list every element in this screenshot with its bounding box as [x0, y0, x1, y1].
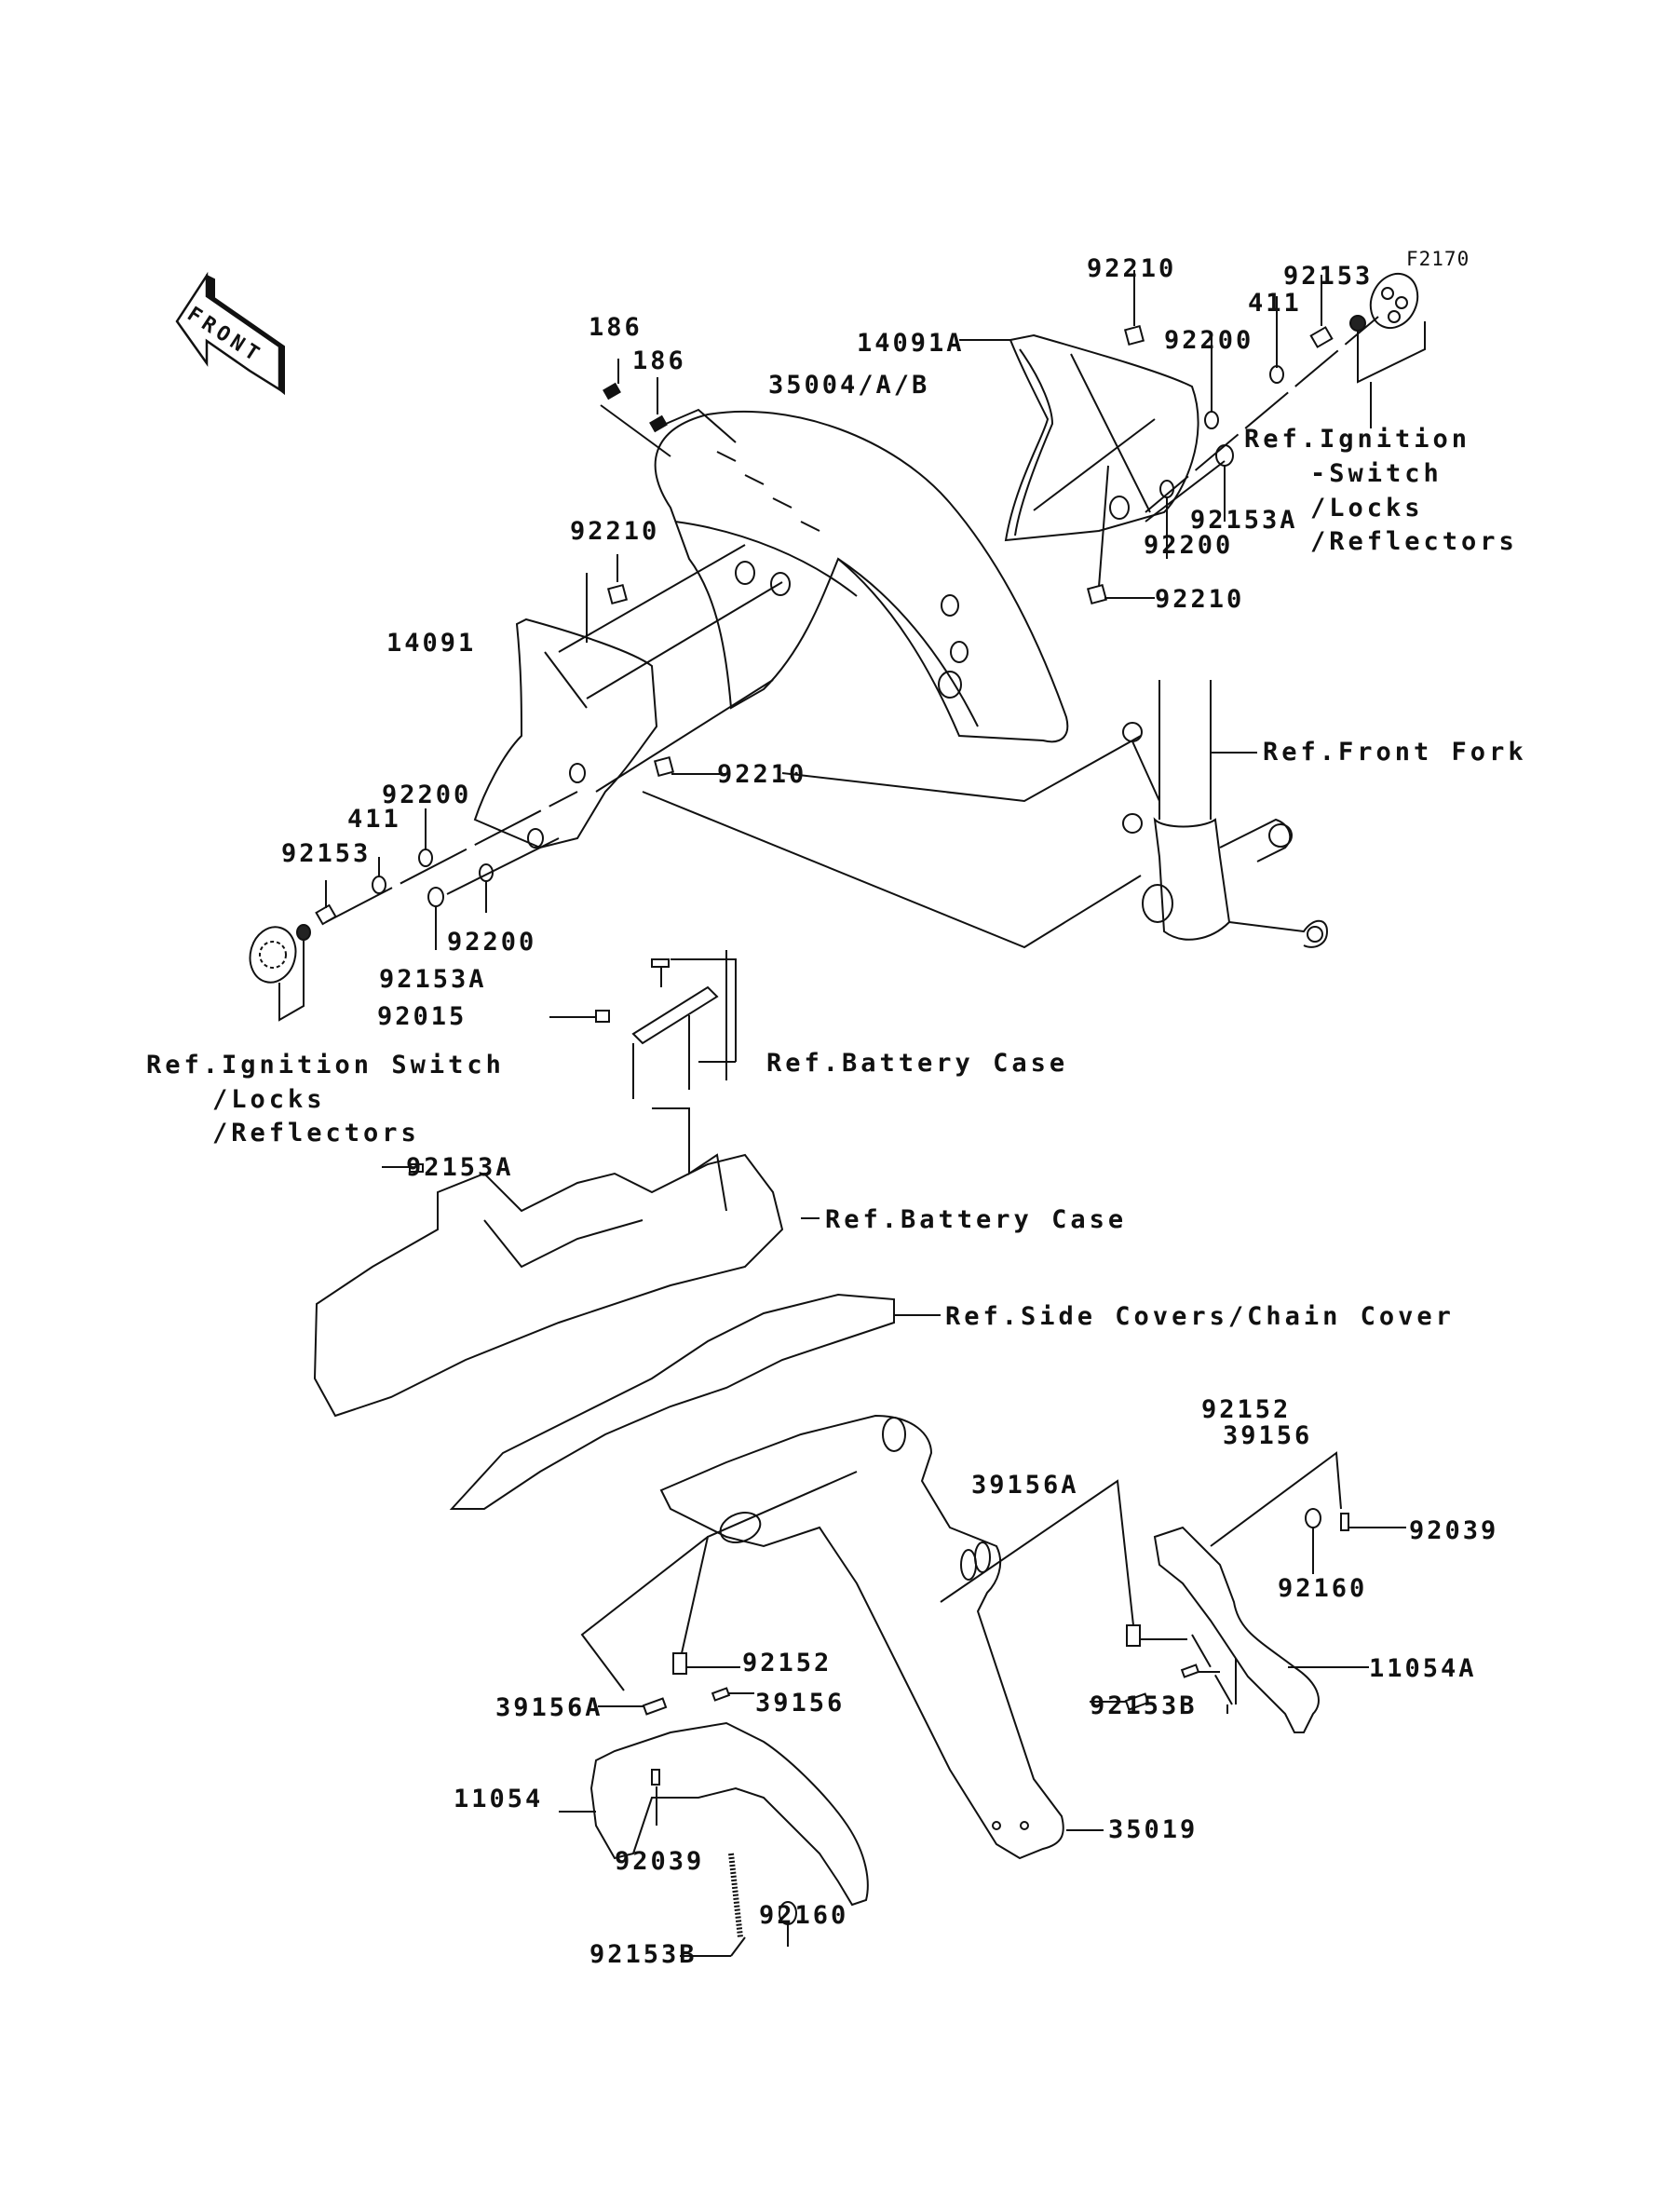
part-label-92153[interactable]: 92153: [1283, 262, 1374, 291]
ref-side-covers-chain-cover[interactable]: Ref.Side Covers/Chain Cover: [945, 1302, 1455, 1331]
footrest-bracket-11054A: [940, 1451, 1406, 1733]
part-label-92200[interactable]: 92200: [447, 928, 537, 957]
ref-ignition-switch-left-line3: /Reflectors: [212, 1119, 420, 1148]
part-label-11054[interactable]: 11054: [454, 1785, 544, 1813]
part-label-411[interactable]: 411: [1248, 289, 1302, 318]
part-label-92152[interactable]: 92152: [742, 1649, 833, 1677]
part-label-11054A[interactable]: 11054A: [1369, 1654, 1477, 1683]
part-label-92200[interactable]: 92200: [382, 781, 472, 809]
part-label-92153A[interactable]: 92153A: [1190, 506, 1298, 535]
ref-battery-case[interactable]: Ref.Battery Case: [825, 1205, 1128, 1234]
bolt-186-icon: [600, 359, 737, 457]
right-fasteners: [959, 270, 1426, 605]
ref-battery-case[interactable]: Ref.Battery Case: [766, 1049, 1069, 1078]
battery-case-bracket: [382, 958, 737, 1173]
ref-ignition-switch-right-line3: /Locks: [1310, 494, 1424, 523]
front-fender-35004: [654, 410, 1069, 743]
part-label-14091A[interactable]: 14091A: [857, 329, 965, 358]
left-fasteners: [249, 735, 1142, 1022]
ref-ignition-switch-right-line4: /Reflectors: [1310, 527, 1518, 556]
part-label-92152[interactable]: 92152: [1201, 1395, 1292, 1424]
rear-fender-battery-case: [313, 1107, 820, 1418]
part-label-92210[interactable]: 92210: [1155, 585, 1245, 614]
part-label-92210[interactable]: 92210: [570, 517, 660, 546]
ref-ignition-switch-right-line2: -Switch: [1310, 459, 1443, 488]
part-label-92039[interactable]: 92039: [615, 1847, 705, 1876]
front-arrow-icon: [175, 271, 285, 396]
figure-id: F2170: [1406, 248, 1470, 270]
part-label-35004[interactable]: 35004/A/B: [768, 371, 930, 400]
front-fork: [1122, 680, 1329, 948]
part-label-92015[interactable]: 92015: [377, 1002, 467, 1031]
part-label-92153A[interactable]: 92153A: [379, 965, 487, 994]
rear-subframe-35019: [659, 1414, 1104, 1860]
shroud-14091A: [1004, 333, 1199, 542]
part-label-39156A[interactable]: 39156A: [495, 1693, 603, 1722]
part-label-92200[interactable]: 92200: [1164, 326, 1254, 355]
part-label-92153B[interactable]: 92153B: [1090, 1691, 1198, 1720]
part-label-39156[interactable]: 39156: [755, 1689, 846, 1718]
part-label-411[interactable]: 411: [347, 805, 401, 834]
part-label-92039[interactable]: 92039: [1409, 1516, 1499, 1545]
part-label-92153B[interactable]: 92153B: [589, 1940, 698, 1969]
part-label-186[interactable]: 186: [632, 346, 686, 375]
ref-front-fork[interactable]: Ref.Front Fork: [1263, 738, 1527, 767]
chain-cover: [449, 1293, 941, 1510]
part-label-39156A[interactable]: 39156A: [971, 1471, 1079, 1500]
part-label-92153A[interactable]: 92153A: [406, 1153, 514, 1182]
ref-ignition-switch-left[interactable]: Ref.Ignition Switch: [146, 1051, 505, 1080]
part-label-92200[interactable]: 92200: [1144, 531, 1234, 560]
part-label-92210[interactable]: 92210: [1087, 254, 1177, 283]
part-label-186[interactable]: 186: [589, 313, 643, 342]
part-label-14091[interactable]: 14091: [386, 629, 477, 658]
part-label-92210[interactable]: 92210: [717, 760, 807, 789]
part-label-39156[interactable]: 39156: [1223, 1421, 1313, 1450]
part-label-92153[interactable]: 92153: [281, 839, 372, 868]
footrest-bracket-11054: [559, 1471, 869, 1957]
shroud-14091: [473, 544, 783, 849]
part-label-35019[interactable]: 35019: [1108, 1815, 1199, 1844]
part-label-92160[interactable]: 92160: [759, 1901, 849, 1930]
part-label-92160[interactable]: 92160: [1278, 1574, 1368, 1603]
ref-ignition-switch-right[interactable]: Ref.Ignition: [1244, 425, 1471, 454]
ref-ignition-switch-left-line2: /Locks: [212, 1085, 326, 1114]
